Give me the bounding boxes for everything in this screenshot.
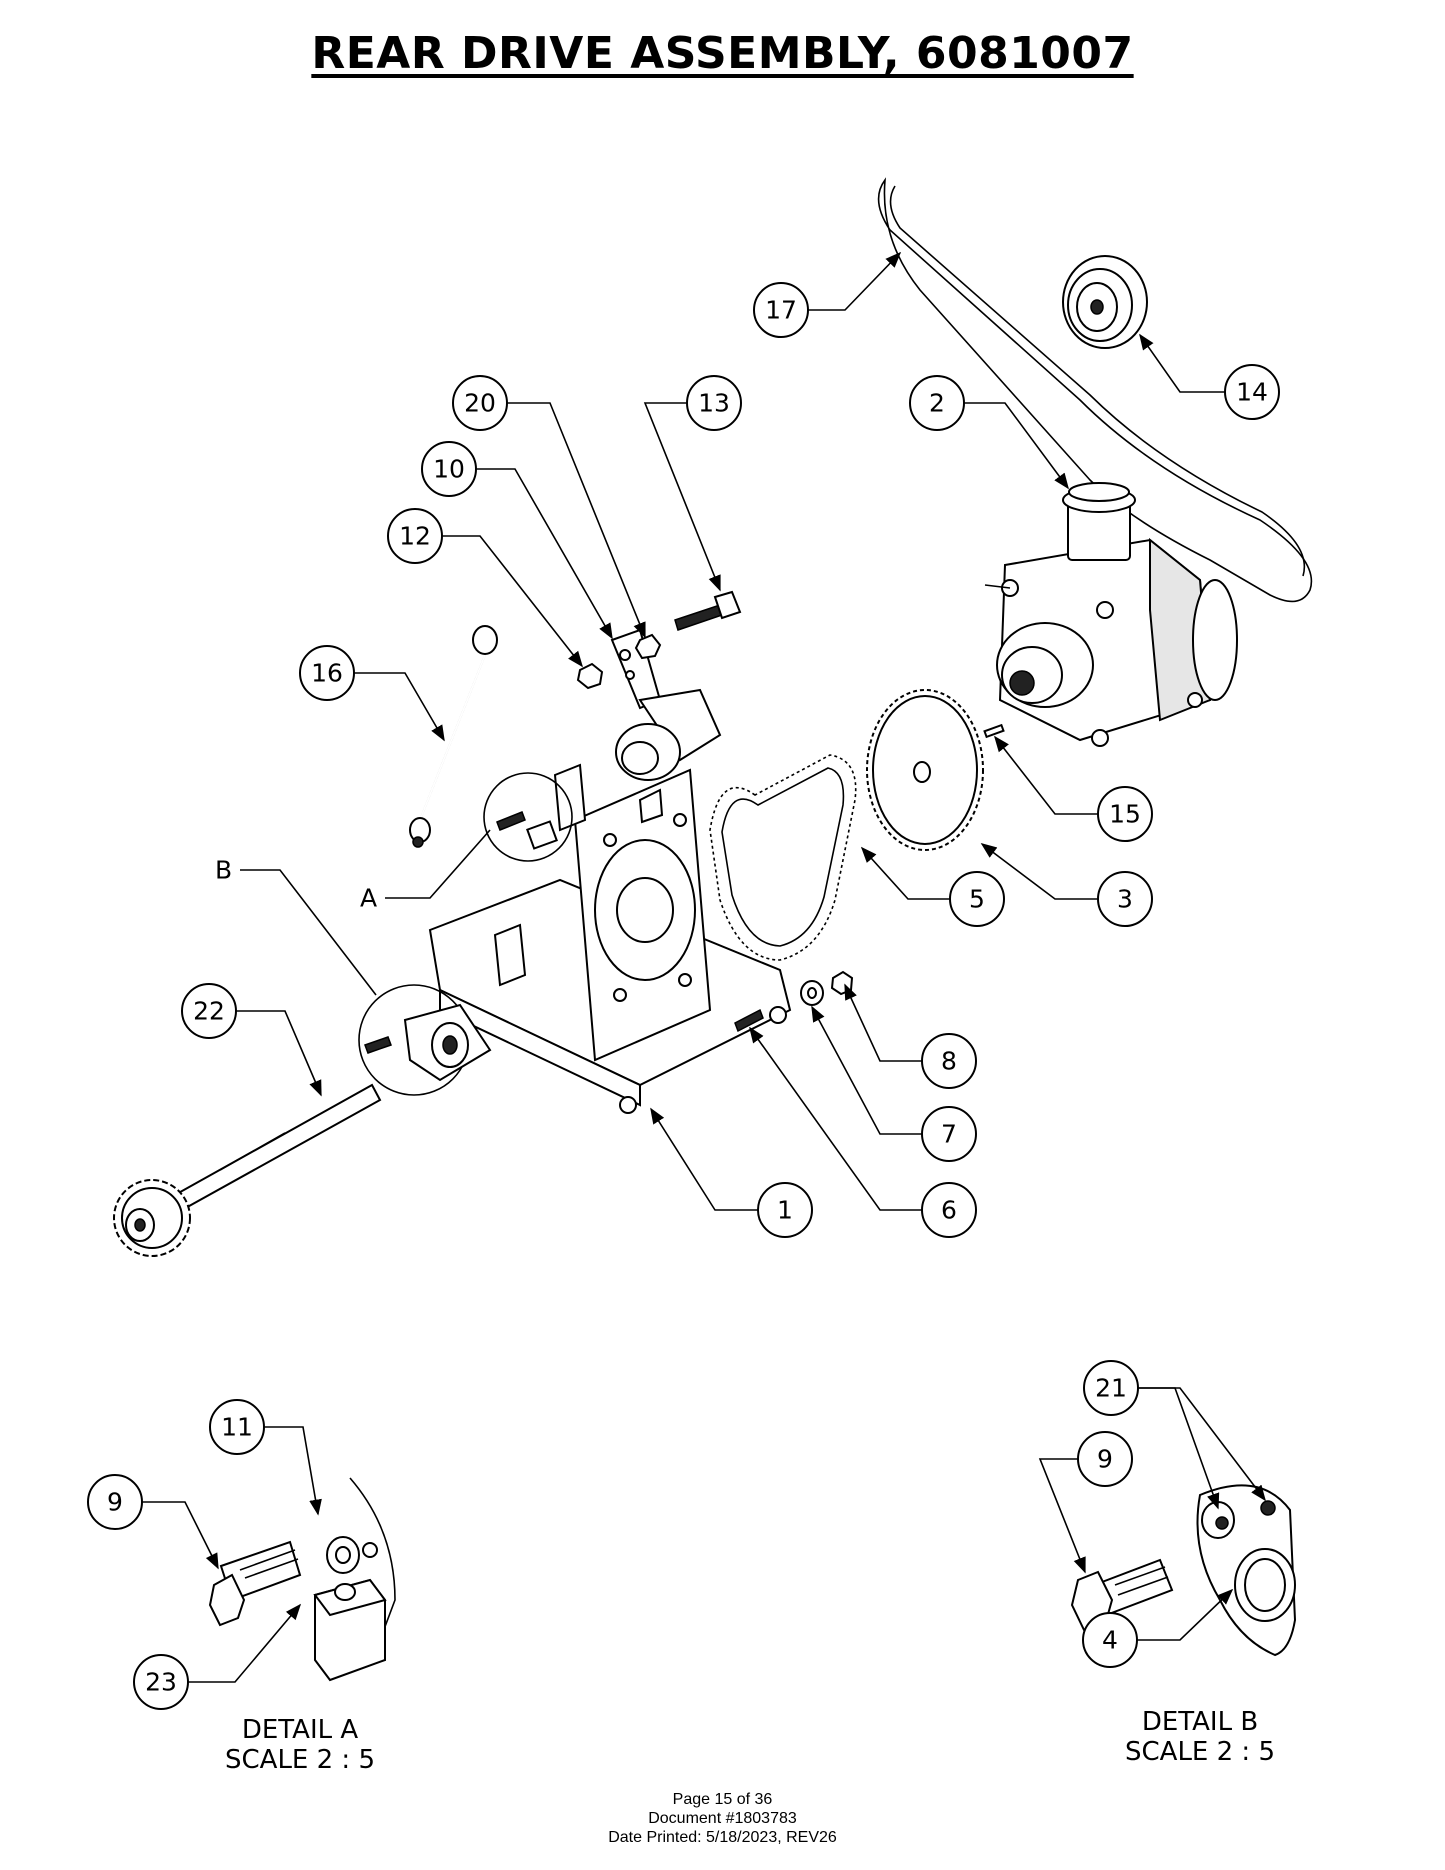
balloon-2: 2 [909,375,965,431]
balloon-9b-label: 9 [1097,1445,1113,1474]
balloon-2-label: 2 [929,389,945,418]
detail-a-drawing [208,1477,396,1682]
drive-belt [877,177,1313,603]
balloon-8: 8 [921,1033,977,1089]
detail-b-name: DETAIL B [1141,1707,1259,1737]
bolt-6 [734,1008,764,1033]
detail-a-scale: SCALE 2 : 5 [225,1745,375,1775]
drive-frame [428,763,792,1114]
balloon-9-detail-a: 9 [87,1474,143,1530]
balloon-6: 6 [921,1182,977,1238]
detail-b-drawing [1070,1484,1297,1657]
balloon-13-label: 13 [698,389,730,418]
balloon-20-label: 20 [464,389,496,418]
balloon-15-label: 15 [1109,800,1141,829]
balloon-6-label: 6 [941,1196,957,1225]
balloon-5: 5 [949,871,1005,927]
bolt-13 [674,590,742,631]
balloon-12: 12 [387,508,443,564]
page-footer: Page 15 of 36 Document #1803783 Date Pri… [0,1790,1445,1847]
balloon-9-detail-b: 9 [1077,1431,1133,1487]
letter-b: B [215,856,232,885]
detail-b-caption: DETAIL B SCALE 2 : 5 [1100,1707,1300,1767]
balloon-13: 13 [686,375,742,431]
nut-12 [576,662,604,690]
balloon-12-label: 12 [399,522,431,551]
detail-b-scale: SCALE 2 : 5 [1125,1737,1275,1767]
detail-b-callout [358,984,492,1096]
balloon-4-label: 4 [1102,1626,1118,1655]
roller-chain [709,754,857,961]
balloon-3: 3 [1097,871,1153,927]
balloon-4: 4 [1082,1612,1138,1668]
detail-a-caption: DETAIL A SCALE 2 : 5 [200,1715,400,1775]
balloon-23-label: 23 [145,1668,177,1697]
balloon-16-label: 16 [311,659,343,688]
balloon-3-label: 3 [1117,885,1133,914]
balloon-1-label: 1 [777,1196,793,1225]
balloon-17-label: 17 [765,296,797,325]
balloon-9a-label: 9 [107,1488,123,1517]
date-printed: Date Printed: 5/18/2023, REV26 [608,1829,837,1846]
gear-shaft [113,1083,382,1257]
balloon-11-label: 11 [221,1413,253,1442]
balloon-11: 11 [209,1399,265,1455]
balloon-16: 16 [299,645,355,701]
drive-sprocket [866,689,984,851]
detail-a-callout [483,772,573,862]
nut-20 [634,633,662,660]
balloon-5-label: 5 [969,885,985,914]
gear-motor [984,482,1238,747]
balloon-14-label: 14 [1236,378,1268,407]
balloon-1: 1 [757,1182,813,1238]
balloon-21: 21 [1083,1360,1139,1416]
turnbuckle-rod [409,625,498,848]
letter-a: A [360,884,377,913]
balloon-8-label: 8 [941,1047,957,1076]
tension-arm [610,628,722,781]
nut-8 [830,970,854,996]
balloon-20: 20 [452,375,508,431]
page-title: REAR DRIVE ASSEMBLY, 6081007 [311,28,1134,79]
document-number: Document #1803783 [648,1810,797,1827]
balloon-15: 15 [1097,786,1153,842]
shaft-key [983,723,1005,739]
page-number: Page 15 of 36 [672,1791,773,1808]
balloon-22-label: 22 [193,997,225,1026]
balloon-7: 7 [921,1106,977,1162]
washer-7 [800,980,824,1006]
balloon-17: 17 [753,282,809,338]
detail-a-name: DETAIL A [241,1715,359,1745]
balloon-14: 14 [1224,364,1280,420]
balloon-21-label: 21 [1095,1374,1127,1403]
balloon-22: 22 [181,983,237,1039]
idler-pulley [1062,255,1148,349]
balloon-23: 23 [133,1654,189,1710]
balloon-10-label: 10 [433,455,465,484]
leader-lines [142,251,1266,1683]
balloon-10: 10 [421,441,477,497]
balloon-7-label: 7 [941,1120,957,1149]
